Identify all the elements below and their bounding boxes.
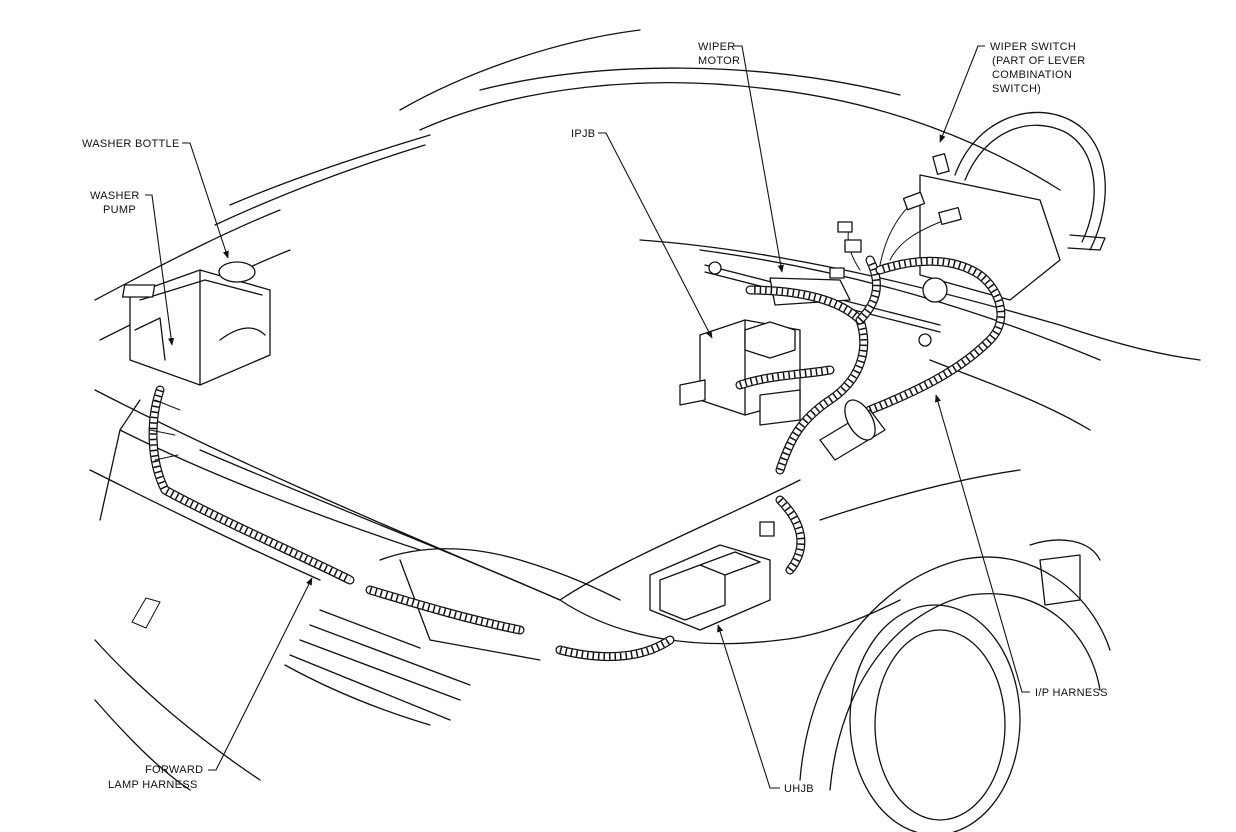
ipjb-label: IPJB	[571, 128, 595, 140]
ip-harness-wire	[819, 256, 1006, 461]
ipjb-leader	[598, 132, 713, 339]
washer-bottle	[121, 261, 271, 386]
car-body-outline	[89, 29, 1201, 832]
forward-lamp-harness-wire	[148, 385, 675, 661]
ip-harness-leader	[934, 394, 1030, 693]
leader-lines	[145, 45, 1030, 789]
ip-harness-label: I/P HARNESS	[1035, 687, 1108, 699]
wiper-switch-label: WIPER SWITCH (PART OF LEVER COMBINATION …	[990, 41, 1089, 95]
wiper-motor-label: WIPER MOTOR	[698, 41, 740, 67]
diagram-labels: WASHER BOTTLE WASHER PUMP IPJB WIPER MOT…	[82, 41, 1108, 795]
ipjb-junction-box	[679, 319, 801, 426]
uhjb-leader	[717, 624, 780, 789]
steering-wheel	[919, 111, 1106, 301]
main-harness-wire	[735, 255, 882, 575]
harness-connectors	[829, 191, 962, 279]
wiper-motor-leader	[733, 45, 784, 273]
forward-lamp-harness-label: FORWARD LAMP HARNESS	[108, 764, 207, 791]
uhjb-junction-box	[649, 521, 775, 631]
washer-pump-label: WASHER PUMP	[90, 190, 143, 216]
uhjb-label: UHJB	[784, 783, 814, 795]
forward-lamp-harness-leader	[208, 577, 313, 771]
washer-pump-leader	[145, 194, 175, 346]
washer-bottle-label: WASHER BOTTLE	[82, 138, 180, 150]
washer-bottle-leader	[182, 142, 229, 259]
wiper-switch-leader	[939, 45, 985, 143]
